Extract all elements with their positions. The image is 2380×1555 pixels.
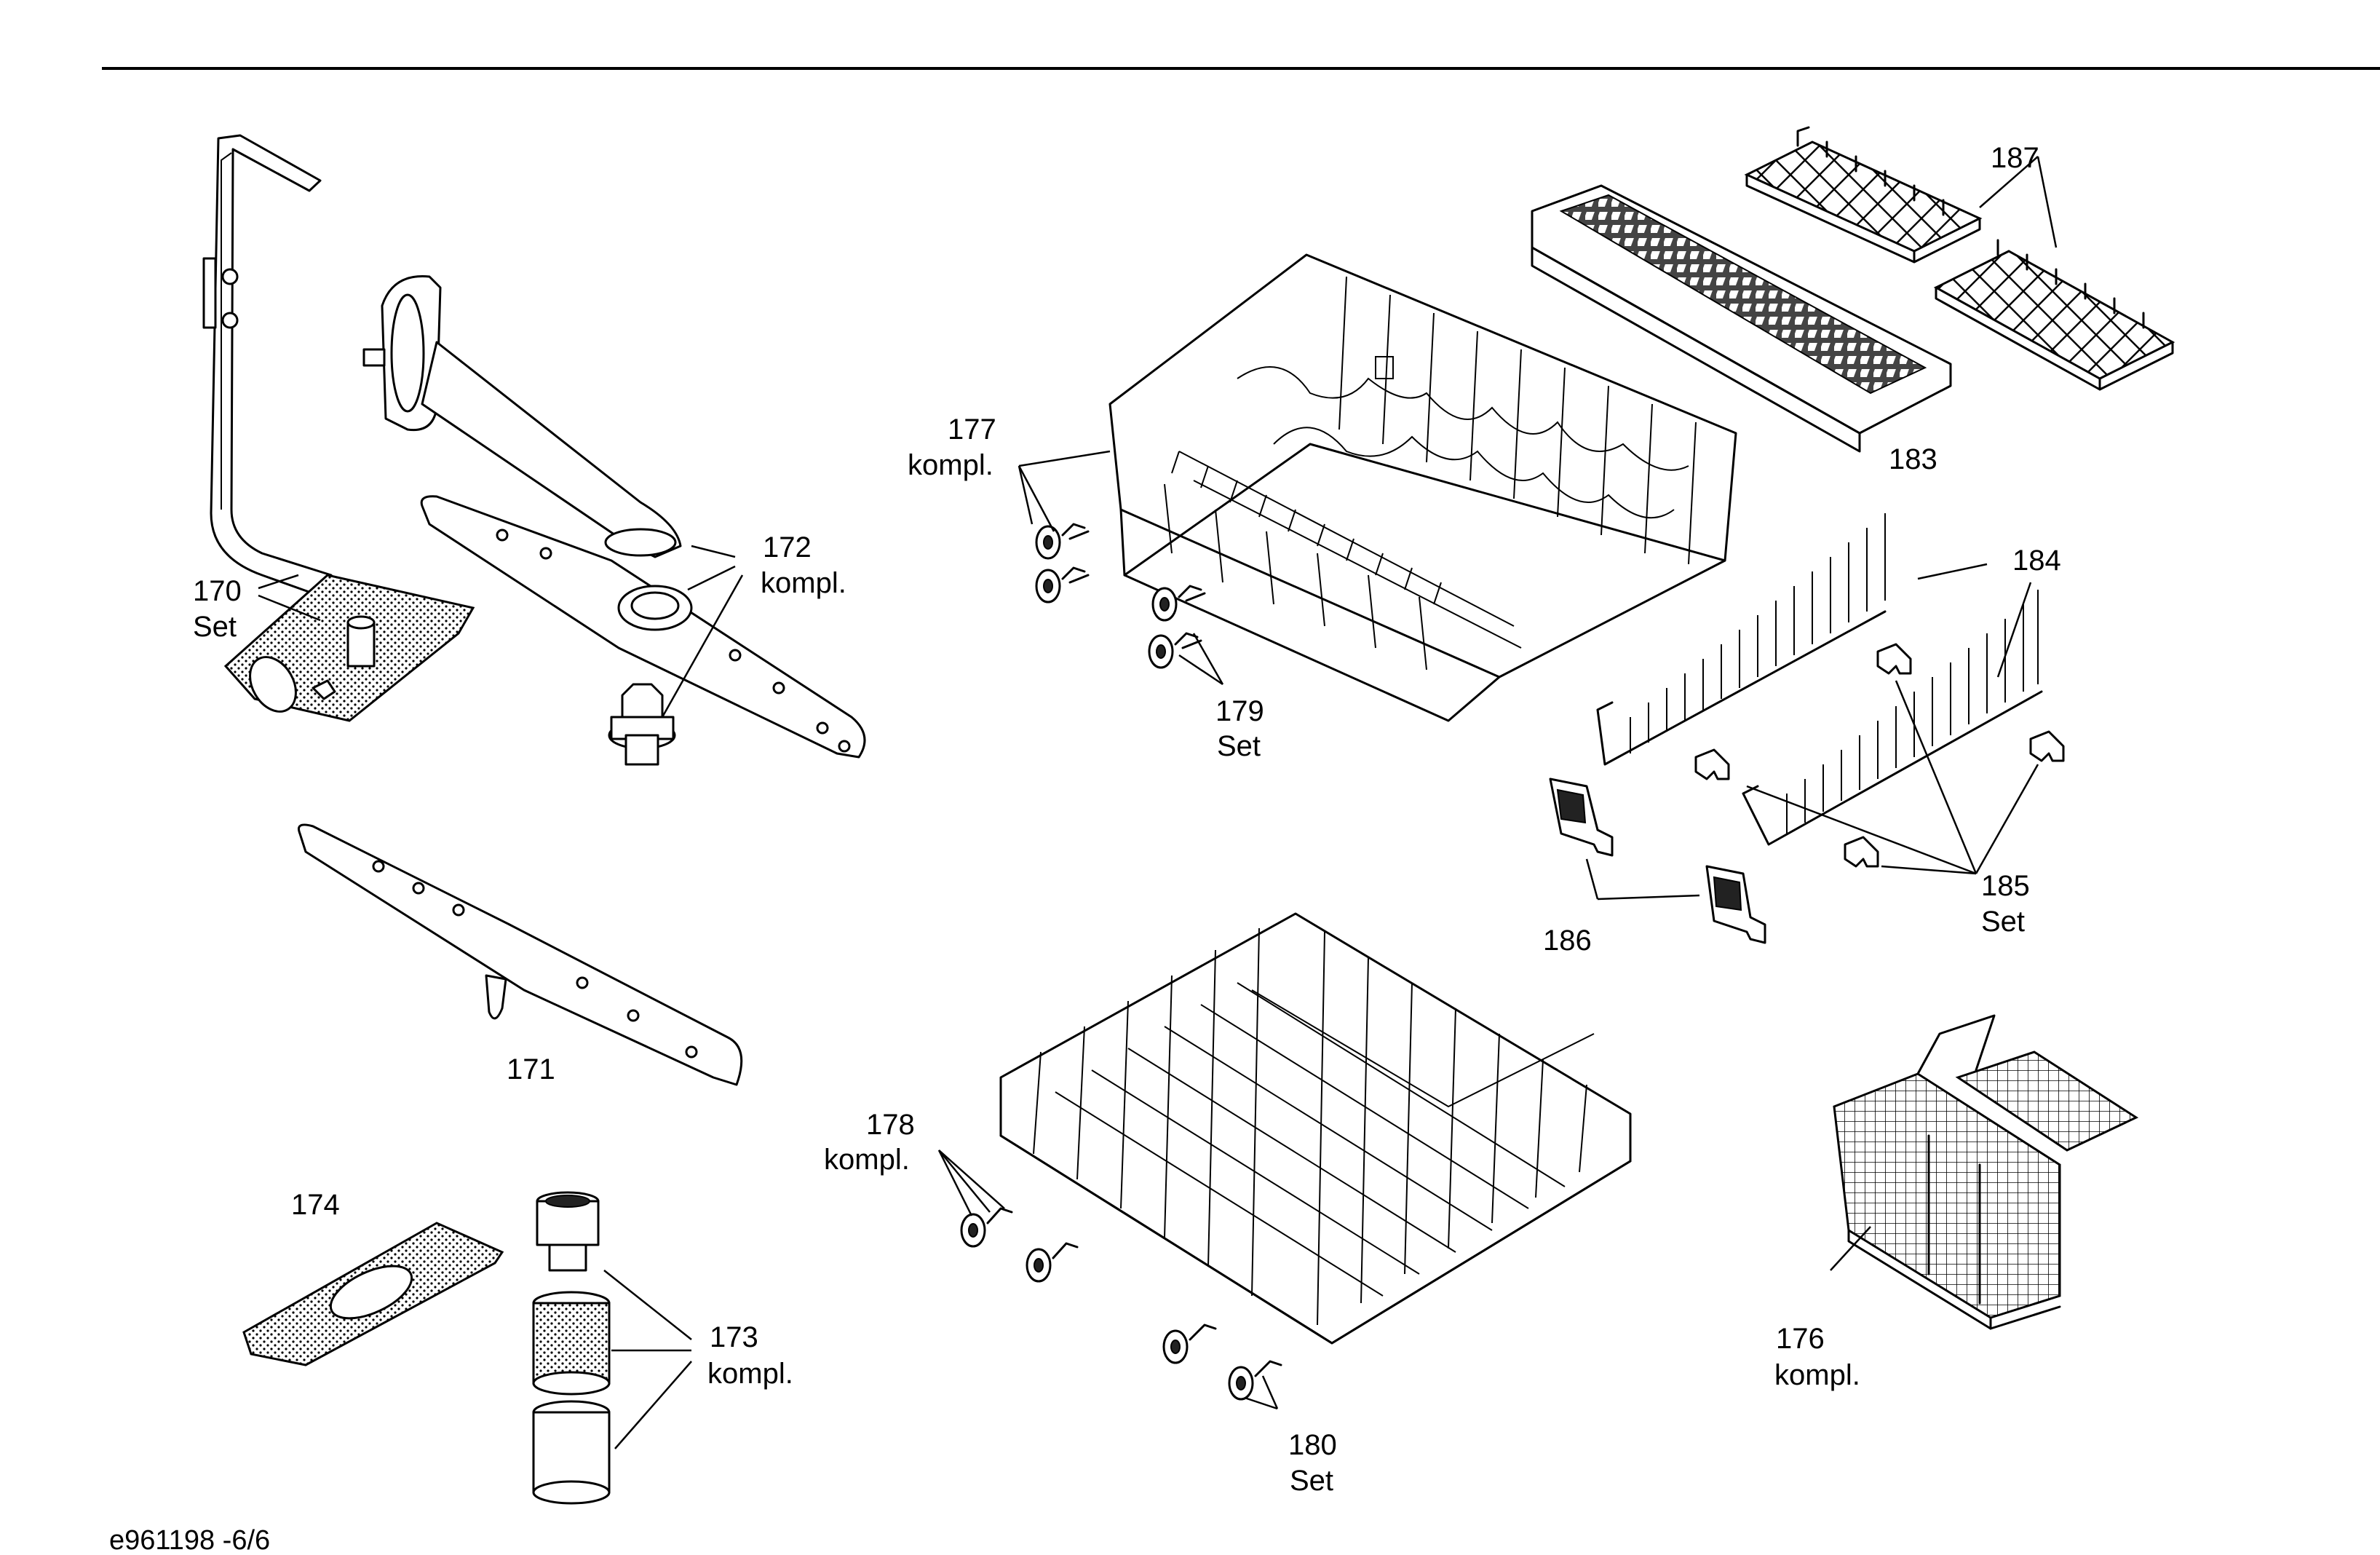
label-176-sub: kompl. — [1774, 1359, 1860, 1391]
part-183-cutlery-tray — [1531, 184, 1952, 453]
label-185-num: 185 — [1981, 870, 2030, 902]
part-labels: 170 Set 172 kompl. 177 kompl. 179 Set 18… — [109, 142, 2061, 1555]
label-171-num: 171 — [507, 1053, 555, 1085]
part-176-cutlery-basket — [1833, 1014, 2139, 1330]
label-173-sub: kompl. — [707, 1358, 793, 1390]
part-170-filter-plate — [223, 574, 475, 722]
part-172-supply-tube — [362, 275, 682, 558]
label-187-num: 187 — [1991, 142, 2039, 174]
label-170-sub: Set — [193, 611, 237, 643]
part-170-supply-pipe — [202, 134, 344, 606]
label-176-num: 176 — [1776, 1323, 1825, 1355]
part-187-cup-shelves — [1744, 126, 2175, 391]
label-186-num: 186 — [1543, 925, 1592, 957]
label-179-sub: Set — [1217, 730, 1261, 762]
label-183-num: 183 — [1889, 443, 1937, 475]
leader-lines — [258, 156, 2058, 1449]
part-172-spray-arm — [420, 495, 866, 759]
label-178-num: 178 — [866, 1109, 915, 1141]
label-177-num: 177 — [948, 414, 996, 446]
part-174-flat-strainer — [242, 1222, 504, 1366]
part-178-lower-basket — [999, 912, 1632, 1345]
part-179-wheel-set — [1035, 523, 1206, 669]
label-180-num: 180 — [1288, 1429, 1337, 1461]
label-185-sub: Set — [1981, 906, 2025, 938]
part-177-upper-basket — [1108, 253, 1737, 722]
label-180-sub: Set — [1290, 1465, 1333, 1497]
part-185-clips — [1694, 643, 2065, 868]
label-173-num: 173 — [710, 1321, 758, 1353]
label-172-sub: kompl. — [761, 567, 846, 599]
part-184-tine-racks — [1596, 513, 2043, 846]
part-171-lower-spray-arm — [298, 823, 743, 1086]
label-179-num: 179 — [1215, 695, 1264, 727]
part-172-nozzle — [608, 683, 676, 766]
part-186-holders — [1549, 778, 1766, 944]
label-174-num: 174 — [291, 1189, 340, 1221]
label-177-sub: kompl. — [908, 449, 993, 481]
part-173-filter-set — [532, 1191, 611, 1505]
label-184-num: 184 — [2012, 545, 2061, 577]
label-170-num: 170 — [193, 575, 242, 607]
label-172-num: 172 — [763, 531, 812, 563]
label-178-sub: kompl. — [824, 1144, 910, 1176]
part-180-wheel-set — [960, 1207, 1282, 1401]
drawing-id: e961198 -6/6 — [109, 1525, 270, 1555]
